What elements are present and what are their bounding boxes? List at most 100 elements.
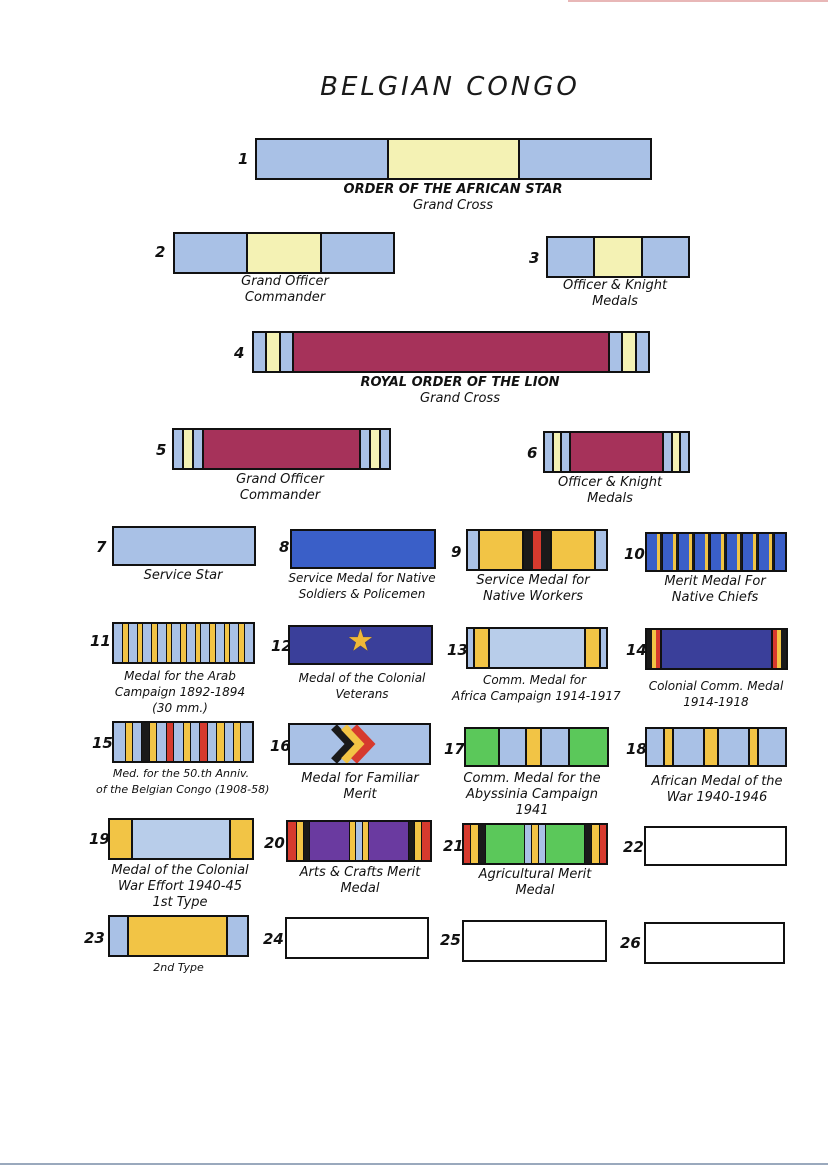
ribbon-number-23: 23 bbox=[84, 929, 105, 947]
ribbon-10 bbox=[645, 532, 787, 572]
caption-line: 1941 bbox=[515, 803, 549, 818]
ribbon-caption-6: Officer & Knight Medals bbox=[535, 475, 685, 507]
caption-line: 2nd Type bbox=[153, 961, 204, 974]
ribbon-4 bbox=[252, 331, 650, 373]
ribbon-stripe bbox=[181, 624, 187, 662]
ribbon-8 bbox=[290, 529, 436, 569]
ribbon-number-11: 11 bbox=[90, 632, 111, 650]
caption-line: Medal bbox=[515, 883, 555, 898]
ribbon-17 bbox=[464, 727, 609, 767]
caption-line: Officer & Knight bbox=[562, 278, 668, 293]
ribbon-stripe bbox=[421, 822, 430, 860]
ribbon-7 bbox=[112, 526, 256, 566]
caption-line: ORDER OF THE AFRICAN STAR bbox=[343, 182, 563, 197]
caption-line: Campaign 1892-1894 bbox=[114, 685, 246, 699]
ribbon-stripe bbox=[752, 534, 757, 570]
ribbon-stripe bbox=[759, 534, 769, 570]
caption-line: 1st Type bbox=[152, 895, 208, 910]
ribbon-stripe bbox=[201, 624, 211, 662]
caption-line: Commander bbox=[244, 290, 326, 305]
caption-line: Comm. Medal for bbox=[482, 673, 587, 687]
ribbon-stripe bbox=[772, 534, 776, 570]
caption-line: Service Medal for Native bbox=[288, 571, 436, 585]
ribbon-stripe bbox=[720, 534, 724, 570]
ribbon-26-empty bbox=[644, 922, 785, 964]
ribbon-caption-15: Med. for the 50.th Anniv. of the Belgian… bbox=[96, 766, 270, 798]
caption-line: of the Belgian Congo (1908-58) bbox=[96, 783, 270, 796]
ribbon-caption-17: Comm. Medal for the Abyssinia Campaign 1… bbox=[447, 771, 617, 819]
ribbon-stripe bbox=[599, 825, 606, 863]
ribbon-stripe bbox=[711, 534, 721, 570]
caption-line: Arts & Crafts Merit bbox=[299, 865, 421, 880]
ribbon-number-9: 9 bbox=[451, 543, 462, 561]
ribbon-number-19: 19 bbox=[89, 830, 110, 848]
ribbon-stripe bbox=[679, 534, 689, 570]
ribbon-stripe bbox=[310, 822, 350, 860]
ribbon-16 bbox=[288, 723, 431, 765]
ribbon-number-17: 17 bbox=[444, 740, 465, 758]
caption-line: Service Medal for bbox=[476, 573, 590, 588]
caption-line: Grand Cross bbox=[413, 198, 493, 213]
ribbon-stripe bbox=[142, 723, 150, 761]
ribbon-stripe bbox=[775, 534, 785, 570]
ribbon-stripe bbox=[172, 624, 182, 662]
caption-line: Agricultural Merit bbox=[478, 867, 592, 882]
ribbon-stripe bbox=[132, 723, 143, 761]
ribbon-stripe bbox=[224, 624, 231, 662]
ribbon-3 bbox=[546, 236, 690, 278]
ribbon-caption-19: Medal of the Colonial War Effort 1940-45… bbox=[95, 863, 265, 911]
ribbon-stripe bbox=[215, 624, 225, 662]
ribbon-number-16: 16 bbox=[270, 737, 291, 755]
ribbon-stripe bbox=[239, 624, 245, 662]
ribbon-24-empty bbox=[285, 917, 429, 959]
ribbon-stripe bbox=[408, 822, 416, 860]
caption-line: ROYAL ORDER OF THE LION bbox=[360, 375, 560, 390]
ribbon-number-15: 15 bbox=[92, 734, 113, 752]
ribbon-25-empty bbox=[462, 920, 607, 962]
ribbon-stripe bbox=[303, 822, 311, 860]
ribbon-stripe bbox=[157, 723, 167, 761]
caption-line: Medal for the Arab bbox=[124, 669, 236, 683]
ribbon-number-21: 21 bbox=[443, 837, 464, 855]
star-icon: ★ bbox=[347, 625, 374, 659]
caption-line: Native Chiefs bbox=[671, 590, 759, 605]
ribbon-caption-1: ORDER OF THE AFRICAN STAR Grand Cross bbox=[333, 182, 573, 214]
caption-line: Medal for Familiar bbox=[301, 771, 419, 786]
ribbon-caption-2: Grand Officer Commander bbox=[205, 274, 365, 306]
ribbon-number-13: 13 bbox=[447, 641, 468, 659]
caption-line: Service Star bbox=[143, 568, 223, 583]
ribbon-23 bbox=[108, 915, 249, 957]
ribbon-14 bbox=[645, 628, 788, 670]
ribbon-stripe bbox=[740, 534, 744, 570]
ribbon-stripe bbox=[114, 624, 124, 662]
ribbon-stripe bbox=[695, 534, 705, 570]
ribbon-stripe bbox=[230, 624, 240, 662]
ribbon-stripe bbox=[210, 624, 216, 662]
caption-line: Medals bbox=[587, 491, 633, 506]
ribbon-stripe bbox=[672, 534, 676, 570]
ribbon-stripe bbox=[149, 723, 158, 761]
ribbon-caption-16: Medal for Familiar Merit bbox=[285, 771, 435, 803]
caption-line: Comm. Medal for the bbox=[463, 771, 601, 786]
caption-line: Soldiers & Policemen bbox=[298, 587, 426, 601]
ribbon-stripe bbox=[217, 723, 225, 761]
ribbon-11 bbox=[112, 622, 255, 664]
ribbon-stripe bbox=[675, 534, 680, 570]
caption-line: Merit Medal For bbox=[664, 574, 766, 589]
ribbon-9 bbox=[466, 529, 608, 571]
caption-line: Medal of the Colonial bbox=[111, 863, 249, 878]
ribbon-stripe bbox=[647, 534, 657, 570]
ribbon-20 bbox=[286, 820, 432, 862]
ribbon-stripe bbox=[485, 825, 525, 863]
caption-line: Medal of the Colonial bbox=[298, 671, 426, 685]
caption-line: Colonial Comm. Medal bbox=[648, 679, 784, 693]
ribbon-stripe bbox=[585, 825, 593, 863]
ribbon-number-12: 12 bbox=[271, 637, 292, 655]
ribbon-stripe bbox=[195, 624, 202, 662]
ribbon-stripe bbox=[125, 723, 133, 761]
ribbon-stripe bbox=[546, 825, 586, 863]
ribbon-stripe bbox=[356, 822, 363, 860]
ribbon-number-10: 10 bbox=[624, 545, 645, 563]
ribbon-22-empty bbox=[644, 826, 787, 866]
ribbon-stripe bbox=[157, 624, 167, 662]
